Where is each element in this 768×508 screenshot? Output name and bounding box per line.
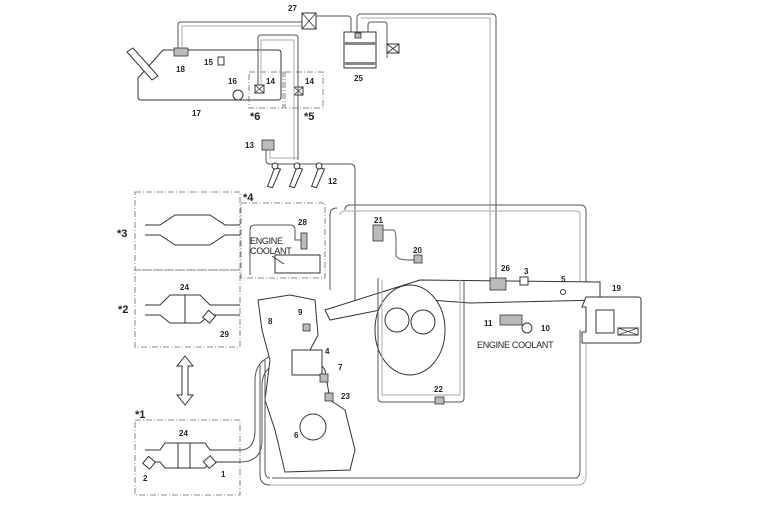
engine-coolant-label-line1: ENGINE (250, 236, 283, 246)
label-12: 12 (328, 177, 337, 186)
canister-valve (386, 43, 400, 54)
crankshaft-sensor-ring (299, 413, 327, 441)
label-21: 21 (374, 216, 383, 225)
pressure-regulator-14a (254, 84, 265, 94)
iac-3 (519, 276, 529, 286)
throttle-position-26 (489, 277, 507, 291)
engine-block (257, 294, 356, 473)
variant-label-5: *5 (304, 111, 314, 123)
label-23: 23 (341, 392, 350, 401)
o2-sensor-2 (142, 455, 157, 470)
engine-coolant-label-line2: COOLANT (250, 246, 292, 256)
variant-box-4 (240, 202, 326, 279)
variant-label-4: *4 (243, 192, 254, 204)
evap-canister-25 (343, 31, 377, 69)
intake-plenum (324, 279, 601, 376)
double-arrow-icon (175, 355, 195, 406)
label-11: 11 (484, 319, 493, 328)
label-3: 3 (524, 267, 529, 276)
label-7: 7 (338, 363, 343, 372)
valve-22 (434, 396, 445, 405)
variant-label-3: *3 (117, 228, 127, 240)
label-13: 13 (245, 141, 254, 150)
label-8: 8 (268, 317, 273, 326)
label-19: 19 (612, 284, 621, 293)
fuel-tank (126, 47, 282, 101)
filler-neck (126, 47, 159, 81)
sensor-23 (324, 392, 334, 402)
fuel-injectors-12 (266, 162, 326, 189)
fuel-cut-valve-18 (173, 47, 189, 57)
piston (291, 349, 323, 376)
label-10: 10 (541, 324, 550, 333)
map-sensor-7 (319, 373, 329, 383)
engine-coolant-label-throttle: ENGINE COOLANT (477, 340, 554, 350)
purge-valve-27 (301, 12, 317, 30)
label-24a: 24 (179, 429, 188, 438)
o2-sensor-1 (202, 455, 217, 470)
pulsation-damper-13 (261, 139, 275, 151)
label-29: 29 (220, 330, 229, 339)
variant-label-6: *6 (250, 111, 260, 123)
variant-box-3 (134, 191, 241, 271)
purge-solenoid-21 (372, 224, 384, 242)
label-26: 26 (501, 264, 510, 273)
label-15: 15 (204, 58, 213, 67)
variant-label-2: *2 (118, 304, 128, 316)
label-18: 18 (176, 65, 185, 74)
variant-box-1 (134, 419, 241, 496)
coolant-arrow-icon (271, 255, 285, 265)
label-22: 22 (434, 385, 443, 394)
label-24b: 24 (180, 283, 189, 292)
label-16: 16 (228, 77, 237, 86)
sensor-20 (413, 254, 423, 264)
label-5: 5 (561, 275, 566, 284)
label-27: 27 (288, 4, 297, 13)
sensor-10 (521, 322, 533, 334)
label-2: 2 (143, 474, 148, 483)
label-9: 9 (298, 308, 303, 317)
variant-box-5 (284, 71, 324, 109)
label-1: 1 (221, 470, 226, 479)
label-6: 6 (294, 431, 299, 440)
fuel-filter-16 (232, 89, 244, 101)
idle-air-valve-11 (499, 314, 523, 326)
label-28: 28 (298, 218, 307, 227)
catalyst-1 (142, 442, 240, 470)
label-14a: 14 (266, 77, 275, 86)
catalyst-3 (145, 214, 240, 246)
iat-sensor-5 (560, 289, 566, 295)
label-4: 4 (325, 347, 330, 356)
variant-label-1: *1 (135, 409, 145, 421)
knock-sensor-4 (302, 323, 311, 332)
o2-sensor-29 (202, 309, 217, 324)
catalyst-2 (145, 294, 240, 324)
label-14b: 14 (305, 77, 314, 86)
variant-box-6 (248, 71, 284, 109)
variant-box-2 (134, 269, 241, 348)
coolant-jacket (274, 254, 321, 274)
ect-sensor-28 (300, 232, 308, 250)
label-20: 20 (413, 246, 422, 255)
label-25: 25 (354, 74, 363, 83)
air-cleaner-19 (581, 296, 642, 344)
fuel-pump-15 (217, 56, 225, 66)
label-17: 17 (192, 109, 201, 118)
